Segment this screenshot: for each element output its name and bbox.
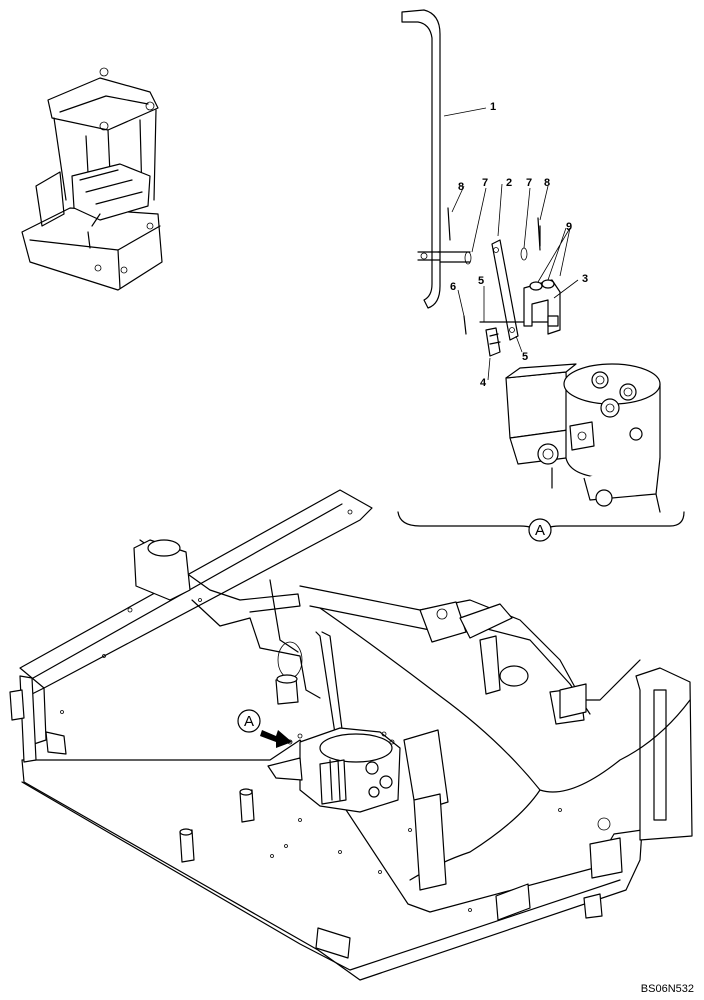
clevis [485,327,501,357]
callout-4: 4 [480,377,487,389]
detail-view-label: A [535,522,545,539]
callout-5a: 5 [478,275,484,287]
lever-assembly-explode [397,9,685,535]
link-plate [491,239,519,341]
view-arrow: A [237,709,292,748]
reference-code: BS06N532 [641,983,694,995]
callout-9: 9 [566,221,572,233]
callout-leaders [443,107,579,381]
callout-7b: 7 [526,177,532,189]
frame-holes [60,509,562,912]
machine-thumbnail [21,67,163,291]
callout-3: 3 [582,273,588,285]
installed-lever-assembly [267,631,401,813]
callout-5b: 5 [522,351,528,363]
callout-2: 2 [506,177,512,189]
callout-labels: 1 2 3 4 5 5 6 7 7 8 8 9 [450,101,588,389]
valve-block [505,371,569,439]
view-arrow-label: A [244,713,254,730]
callout-1: 1 [490,101,496,113]
detail-view-marker: A [528,518,552,542]
callout-7a: 7 [482,177,488,189]
callout-8b: 8 [544,177,550,189]
lever-rod [401,9,441,309]
callout-8a: 8 [458,181,464,193]
upper-frame [9,489,693,981]
callout-6: 6 [450,281,456,293]
